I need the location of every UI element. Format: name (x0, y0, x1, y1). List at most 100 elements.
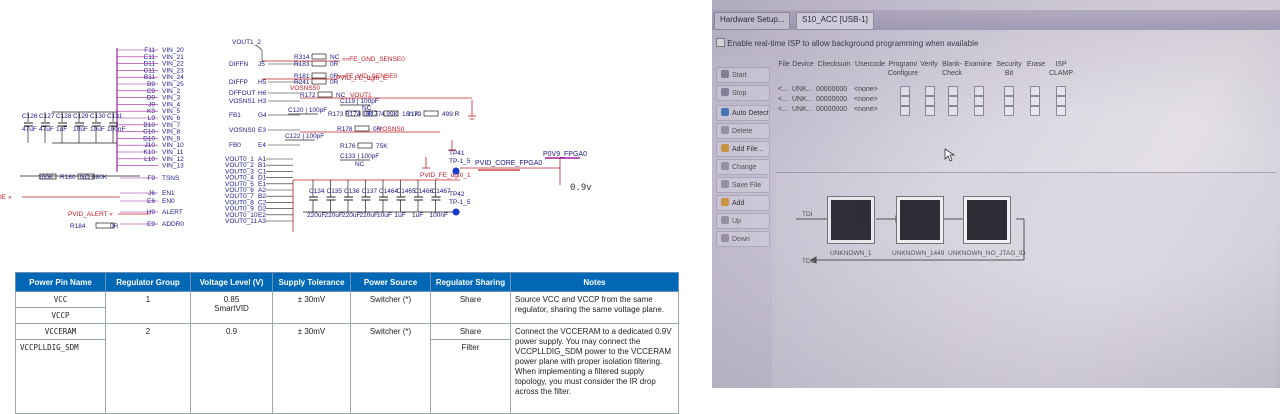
programmer-screen-photo: Hardware Setup... S10_ACC [USB-1] Enable… (712, 0, 1280, 388)
col-isp-clamp[interactable]: ISP CLAMP (1048, 61, 1074, 77)
operation-checkbox[interactable] (900, 86, 910, 96)
operation-checkbox[interactable] (1030, 96, 1040, 106)
resistor-symbol (311, 60, 327, 67)
pin-net: VIN_24 (162, 74, 184, 81)
chip-icon[interactable] (897, 197, 943, 243)
cap-value: 220uF (342, 212, 360, 219)
col-file[interactable]: File (778, 61, 790, 68)
pin-number: J5 (258, 61, 265, 68)
col-erase[interactable]: Erase (1026, 61, 1046, 68)
res-value: 1.21K (402, 111, 420, 118)
operation-checkbox[interactable] (1056, 96, 1066, 106)
change-file-button[interactable]: Change File... (716, 159, 770, 187)
operation-checkbox[interactable] (1056, 106, 1066, 116)
operation-checkbox[interactable] (974, 106, 984, 116)
cap-ref: C130 (90, 113, 106, 120)
up-button[interactable]: Up (716, 213, 770, 229)
start-button[interactable]: Start (716, 67, 770, 83)
pin-number: B11 (144, 74, 155, 81)
pin-net: EN1 (162, 190, 175, 197)
col-device[interactable]: Device (792, 61, 814, 68)
operation-checkbox[interactable] (948, 86, 958, 96)
cap-value: 1uF (395, 212, 406, 219)
checkbox-icon[interactable] (716, 38, 725, 47)
pin-number: H9 (147, 209, 156, 216)
operation-checkbox[interactable] (948, 96, 958, 106)
chip-icon[interactable] (964, 197, 1010, 243)
toolbar-sidebar: Start Stop Auto Detect Delete Add File..… (712, 55, 772, 388)
res-ref: R177 (366, 111, 382, 118)
table-cell: 0.9 (190, 323, 273, 414)
pin-net: VOSNS1 (229, 98, 256, 105)
testpoint-type: TP-1_5 (449, 199, 471, 206)
pin-number: A3 (258, 218, 266, 225)
col-program[interactable]: Program/ Configure (887, 61, 919, 77)
row-file: <... (778, 86, 788, 93)
cap-value: 47uF (22, 126, 37, 133)
delete-button[interactable]: Delete (716, 123, 770, 139)
pin-number: H5 (258, 79, 267, 86)
col-blank-check[interactable]: Blank- Check (942, 61, 962, 77)
table-cell: Share (430, 323, 511, 340)
save-file-label: Save File (732, 182, 762, 189)
pin-net: VIN_8 (162, 129, 180, 136)
pin-net: VOUT0_6 (225, 187, 254, 194)
col-examine[interactable]: Examine (964, 61, 992, 68)
res-ref: R181 (294, 73, 310, 80)
cap-ref: C131 (107, 113, 123, 120)
cap-ref: C1464 (379, 188, 399, 195)
add-file-button[interactable]: Add File... (716, 141, 770, 157)
resistor-symbol (345, 110, 361, 117)
cap-value: 220uF (307, 212, 325, 219)
res-ref: R241 (294, 79, 310, 86)
pin-net: VOUT0_1 (225, 156, 254, 163)
save-file-button[interactable]: Save File (716, 177, 770, 193)
mouse-cursor-icon (944, 148, 956, 162)
chip-icon[interactable] (828, 197, 874, 243)
cap-ref: C127 (39, 113, 55, 120)
pin-net: VIN_10 (162, 142, 184, 149)
operation-checkbox[interactable] (974, 96, 984, 106)
res-value: 680K (92, 174, 108, 181)
col-header-voltage-level: Voltage Level (V) (190, 272, 273, 292)
isp-option-checkbox[interactable]: Enable real-time ISP to allow background… (716, 38, 978, 48)
operation-checkbox[interactable] (925, 86, 935, 96)
cap-ref: C136 (344, 188, 360, 195)
down-button[interactable]: Down (716, 231, 770, 247)
operation-checkbox[interactable] (974, 86, 984, 96)
col-security-bit[interactable]: Security Bit (996, 61, 1022, 77)
stop-button[interactable]: Stop (716, 85, 770, 101)
resistor-symbol (362, 110, 378, 117)
operation-checkbox[interactable] (1056, 86, 1066, 96)
operation-checkbox[interactable] (948, 106, 958, 116)
res-ref: R178 (337, 126, 353, 133)
col-usercode[interactable]: Usercode (855, 61, 885, 68)
operation-checkbox[interactable] (1004, 86, 1014, 96)
pin-number: F9 (147, 175, 155, 182)
col-header-notes: Notes (510, 272, 679, 292)
pin-number: D10 (143, 135, 155, 142)
operation-checkbox[interactable] (1030, 86, 1040, 96)
row-checksum: 00000000 (816, 96, 848, 103)
res-ref: R176 (340, 143, 356, 150)
tab-device[interactable]: S10_ACC [USB-1] (796, 12, 874, 30)
testpoint-type: TP-1_5 (449, 158, 471, 165)
operation-checkbox[interactable] (900, 106, 910, 116)
operation-checkbox[interactable] (925, 96, 935, 106)
operation-checkbox[interactable] (900, 96, 910, 106)
operation-checkbox[interactable] (1004, 106, 1014, 116)
tab-hardware-setup[interactable]: Hardware Setup... (714, 12, 791, 30)
res-ref: R184 (70, 223, 86, 230)
pin-number: G4 (258, 112, 267, 119)
operation-checkbox[interactable] (925, 106, 935, 116)
resistor-symbol (39, 173, 57, 180)
col-verify[interactable]: Verify (920, 61, 938, 68)
operation-checkbox[interactable] (1004, 96, 1014, 106)
col-checksum[interactable]: Checksum (817, 61, 851, 68)
row-device: UNK... (792, 106, 813, 113)
add-device-button[interactable]: Add Device... (716, 195, 770, 223)
cap-ref: C1467 (432, 188, 452, 195)
operation-checkbox[interactable] (1030, 106, 1040, 116)
auto-detect-button[interactable]: Auto Detect (716, 105, 770, 121)
